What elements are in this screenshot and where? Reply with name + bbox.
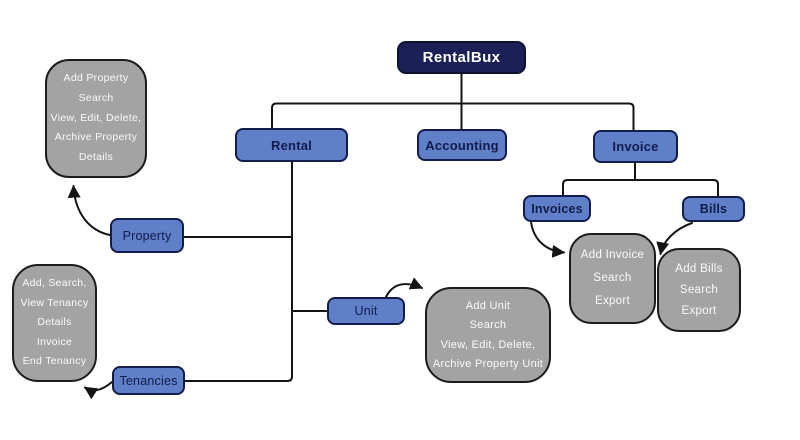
arrow-invoice-actions [530, 221, 566, 258]
node-invoices: Invoices [523, 195, 591, 222]
action-line: Add Property [63, 72, 129, 85]
action-line: View, Edit, Delete, [50, 111, 142, 124]
node-invoice: Invoice [593, 130, 678, 163]
node-rental: Rental [235, 128, 348, 162]
action-line: Search [469, 319, 507, 332]
action-line: Add Bills [675, 262, 723, 275]
action-line: Details [37, 316, 72, 329]
node-accounting: Accounting [417, 129, 507, 161]
action-line: View Tenancy [20, 296, 89, 309]
arrow-unit-actions [385, 277, 424, 298]
arrow-bills-actions [656, 222, 693, 256]
action-line: Search [679, 283, 719, 296]
action-line: End Tenancy [22, 355, 87, 368]
edge-invoice-children-rail [562, 179, 719, 197]
node-unit: Unit [327, 297, 405, 325]
action-line: Add Unit [465, 300, 511, 313]
node-bills: Bills [682, 196, 745, 222]
action-line: Add Invoice [580, 249, 645, 262]
action-line: Search [78, 91, 114, 104]
edge-root-children-rail [271, 102, 635, 131]
action-line: Archive Property [54, 131, 138, 144]
node-property: Property [110, 218, 184, 253]
action-line: Invoice [36, 335, 73, 348]
action-line: Archive Property Unit [432, 357, 544, 370]
bills-actions-box: Add Bills Search Export [657, 248, 741, 332]
edge-rental-tenancies [184, 161, 293, 382]
action-line: Details [78, 151, 114, 164]
action-line: Export [594, 295, 631, 308]
action-line: Search [593, 272, 632, 285]
action-line: Export [681, 304, 717, 317]
invoice-actions-box: Add Invoice Search Export [569, 233, 656, 324]
unit-actions-box: Add Unit Search View, Edit, Delete, Arch… [425, 287, 551, 383]
arrow-tenancy-actions [83, 381, 113, 400]
action-line: View, Edit, Delete, [440, 338, 536, 351]
node-tenancies: Tenancies [112, 366, 185, 395]
action-line: Add, Search, [22, 277, 87, 290]
property-actions-box: Add Property Search View, Edit, Delete, … [45, 59, 147, 178]
node-rentalbux: RentalBux [397, 41, 526, 74]
arrow-property-actions [67, 184, 111, 236]
tenancy-actions-box: Add, Search, View Tenancy Details Invoic… [12, 264, 97, 382]
